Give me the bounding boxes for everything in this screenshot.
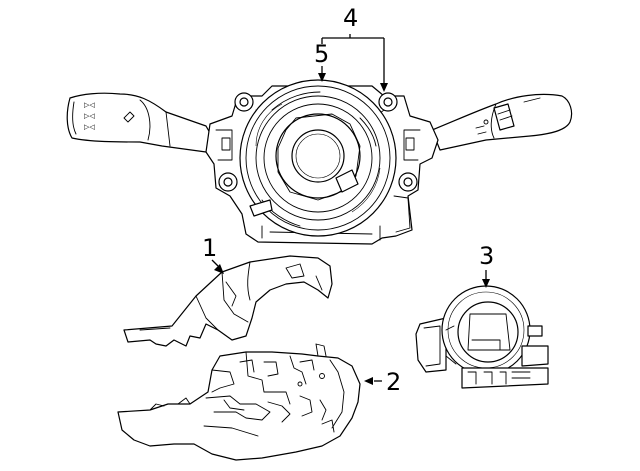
lower-cover: [117, 343, 361, 461]
lever-marking-bot: ▷◁: [84, 123, 95, 131]
callout-1: 1: [202, 234, 224, 274]
callout-3: 3: [479, 242, 494, 288]
callout-5: 5: [314, 38, 329, 82]
callout-3-label: 3: [479, 242, 494, 270]
callout-2-label: 2: [386, 368, 401, 396]
lever-marking-top: ▷◁: [84, 101, 95, 109]
callout-1-label: 1: [202, 234, 217, 262]
callout-2: 2: [364, 368, 401, 396]
callout-4: 4: [322, 4, 388, 92]
callout-5-label: 5: [314, 40, 329, 68]
switch-assembly: ▷◁ ▷◁ ▷◁: [66, 4, 573, 245]
switch-module: [415, 285, 549, 389]
callout-4-label: 4: [343, 4, 358, 32]
left-lever: ▷◁ ▷◁ ▷◁: [66, 92, 215, 153]
lever-marking-mid: ▷◁: [84, 112, 95, 120]
clock-spring: [239, 79, 397, 237]
upper-cover: [123, 255, 333, 347]
right-lever: [431, 93, 573, 151]
